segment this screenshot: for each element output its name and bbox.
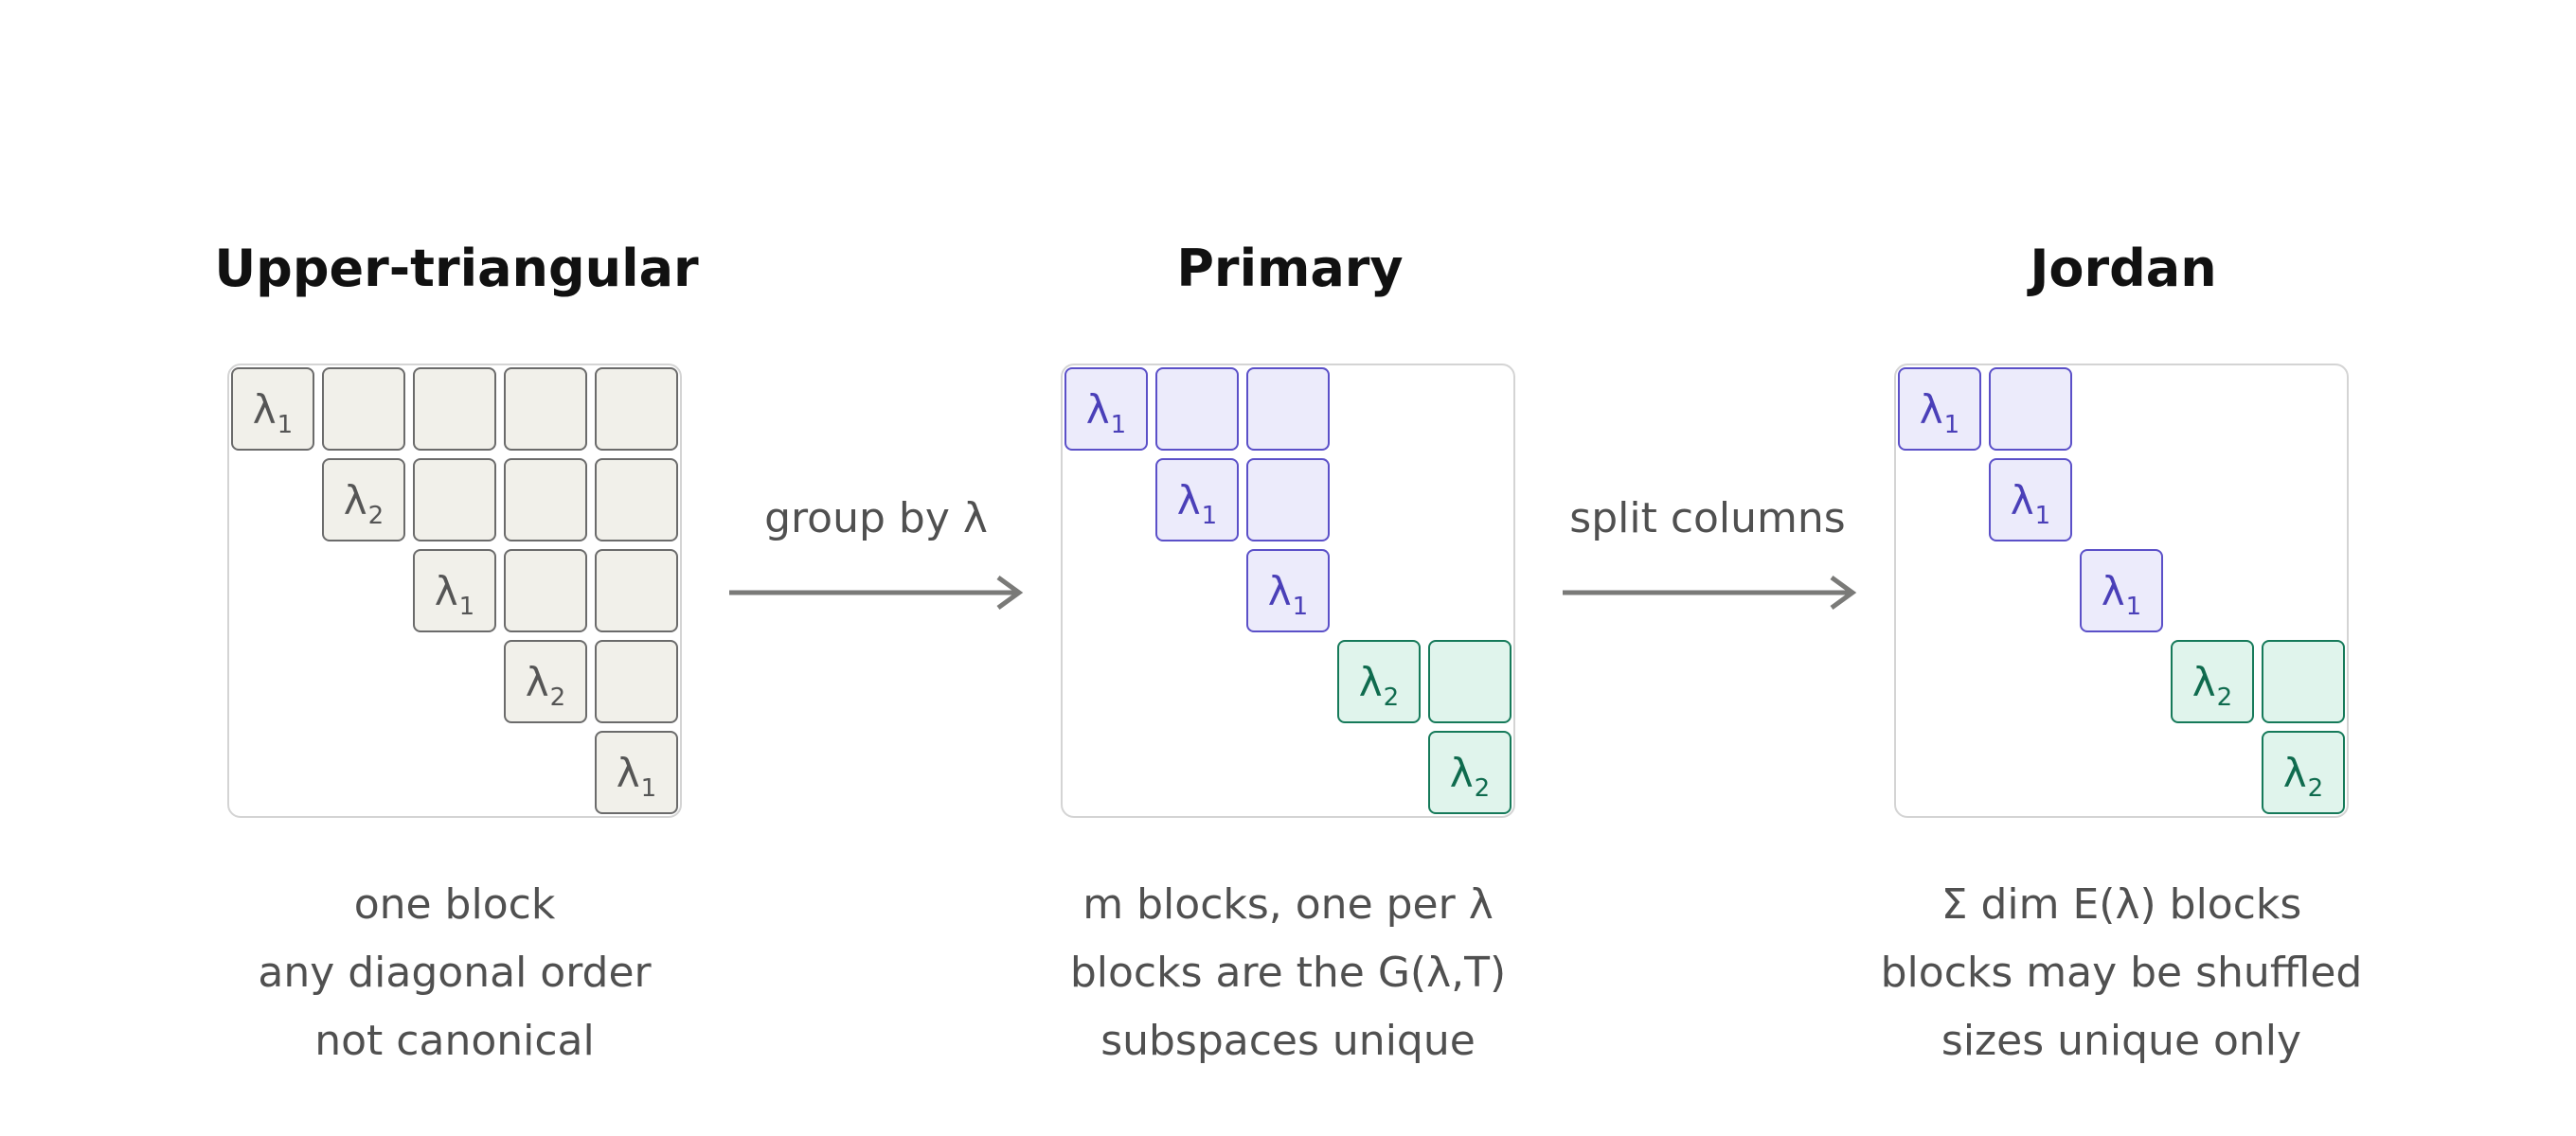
diagonal-cell: λ1	[413, 549, 496, 632]
diagonal-cell: λ1	[1155, 458, 1239, 541]
caption-line: sizes unique only	[1941, 1017, 2302, 1065]
diagonal-cell: λ1	[1989, 458, 2072, 541]
block-cell	[595, 367, 678, 451]
right-arrow-icon	[729, 575, 1024, 611]
block-cell	[595, 458, 678, 541]
eigenvalue-label: λ1	[1085, 385, 1127, 439]
eigenvalue-subscript: 1	[1292, 592, 1309, 621]
caption-upper-triangular: one block any diagonal order not canonic…	[152, 871, 758, 1075]
diagonal-cell: λ1	[2080, 549, 2163, 632]
arrow-label-group-by-lambda: group by λ	[764, 494, 988, 542]
caption-line: m blocks, one per λ	[1082, 880, 1494, 929]
caption-line: any diagonal order	[258, 949, 652, 997]
block-cell	[322, 367, 405, 451]
block-cell	[413, 367, 496, 451]
eigenvalue-subscript: 2	[1474, 773, 1491, 803]
arrow-label-split-columns: split columns	[1569, 494, 1846, 542]
eigenvalue-label: λ2	[343, 476, 385, 530]
caption-line: Σ dim E(λ) blocks	[1941, 880, 2302, 929]
block-cell	[2262, 640, 2345, 723]
block-cell	[1155, 367, 1239, 451]
diagonal-cell: λ1	[231, 367, 314, 451]
matrix-primary: λ1 λ1 λ1 λ2 λ2	[1061, 364, 1515, 818]
block-cell	[1246, 367, 1330, 451]
eigenvalue-label: λ1	[1267, 567, 1309, 621]
matrix-upper-triangular: λ1 λ2 λ1 λ2 λ1	[227, 364, 682, 818]
block-cell	[504, 458, 587, 541]
diagonal-cell: λ2	[2171, 640, 2254, 723]
eigenvalue-label: λ2	[1449, 749, 1491, 803]
eigenvalue-label: λ1	[2010, 476, 2051, 530]
caption-primary: m blocks, one per λ blocks are the G(λ,T…	[985, 871, 1591, 1075]
block-cell	[504, 549, 587, 632]
diagonal-cell: λ2	[1428, 731, 1512, 814]
caption-jordan: Σ dim E(λ) blocks blocks may be shuffled…	[1818, 871, 2424, 1075]
eigenvalue-subscript: 2	[549, 683, 566, 712]
eigenvalue-subscript: 1	[277, 410, 294, 439]
caption-line: blocks are the G(λ,T)	[1069, 949, 1507, 997]
eigenvalue-subscript: 2	[2307, 773, 2324, 803]
eigenvalue-label: λ2	[1358, 658, 1400, 712]
eigenvalue-label: λ1	[1176, 476, 1218, 530]
caption-line: subspaces unique	[1100, 1017, 1476, 1065]
block-cell	[595, 549, 678, 632]
diagonal-cell: λ1	[595, 731, 678, 814]
eigenvalue-label: λ1	[434, 567, 475, 621]
diagonal-cell: λ1	[1064, 367, 1148, 451]
eigenvalue-label: λ1	[252, 385, 294, 439]
diagonal-cell: λ2	[2262, 731, 2345, 814]
caption-line: blocks may be shuffled	[1880, 949, 2363, 997]
block-cell	[595, 640, 678, 723]
eigenvalue-label: λ1	[616, 749, 657, 803]
diagonal-cell: λ2	[322, 458, 405, 541]
eigenvalue-label: λ2	[2191, 658, 2233, 712]
diagonal-cell: λ2	[1337, 640, 1421, 723]
caption-line: one block	[353, 880, 556, 929]
eigenvalue-subscript: 1	[2125, 592, 2142, 621]
block-cell	[1989, 367, 2072, 451]
block-cell	[413, 458, 496, 541]
eigenvalue-subscript: 1	[640, 773, 657, 803]
eigenvalue-subscript: 2	[367, 501, 385, 530]
matrix-jordan: λ1 λ1 λ1 λ2 λ2	[1894, 364, 2349, 818]
panel-title-upper-triangular: Upper-triangular	[214, 239, 699, 298]
panel-title-primary: Primary	[1176, 239, 1404, 298]
diagonal-cell: λ1	[1246, 549, 1330, 632]
eigenvalue-label: λ2	[525, 658, 566, 712]
caption-line: not canonical	[314, 1017, 595, 1065]
panel-title-jordan: Jordan	[2030, 239, 2217, 298]
diagonal-cell: λ1	[1898, 367, 1981, 451]
right-arrow-icon	[1563, 575, 1857, 611]
eigenvalue-subscript: 1	[1201, 501, 1218, 530]
eigenvalue-subscript: 1	[2034, 501, 2051, 530]
eigenvalue-label: λ1	[2101, 567, 2142, 621]
eigenvalue-label: λ2	[2282, 749, 2324, 803]
block-cell	[1428, 640, 1512, 723]
eigenvalue-subscript: 1	[1943, 410, 1960, 439]
diagonal-cell: λ2	[504, 640, 587, 723]
eigenvalue-subscript: 2	[1383, 683, 1400, 712]
eigenvalue-subscript: 1	[458, 592, 475, 621]
eigenvalue-subscript: 1	[1110, 410, 1127, 439]
eigenvalue-subscript: 2	[2216, 683, 2233, 712]
block-cell	[1246, 458, 1330, 541]
block-cell	[504, 367, 587, 451]
eigenvalue-label: λ1	[1919, 385, 1960, 439]
